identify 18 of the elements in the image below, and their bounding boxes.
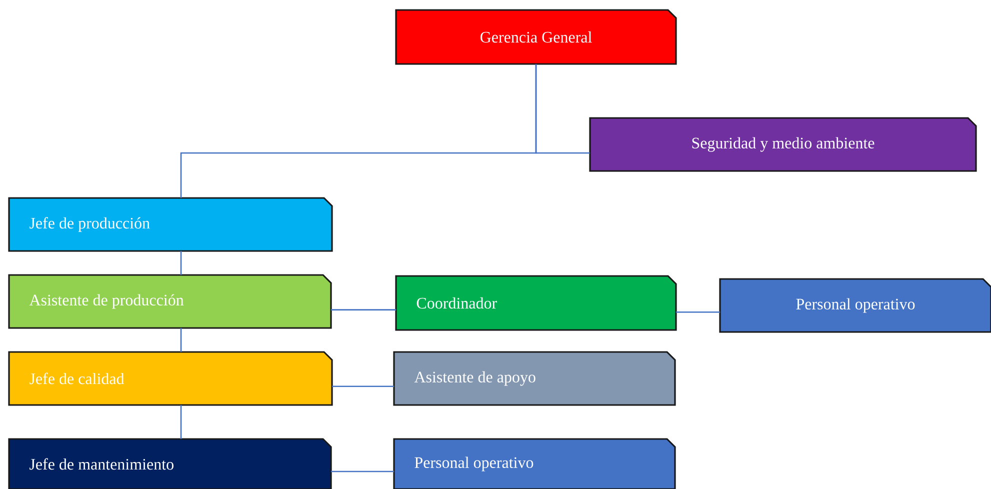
org-box: Seguridad y medio ambiente [589, 117, 977, 172]
connector-line [180, 251, 182, 275]
connector-line [676, 311, 720, 313]
org-box: Jefe de mantenimiento [8, 438, 332, 489]
connector-line [180, 328, 182, 352]
org-box: Asistente de producción [8, 274, 332, 329]
connector-line [331, 309, 396, 310]
org-box: Asistente de apoyo [393, 351, 676, 406]
connector-line [331, 470, 394, 472]
org-box: Jefe de calidad [8, 351, 333, 406]
connector-line [332, 386, 394, 388]
org-box: Jefe de producción [8, 197, 333, 252]
org-box: Personal operativo [393, 438, 676, 489]
connector-line [180, 405, 182, 439]
connector-line [180, 64, 537, 198]
org-box: Coordinador [395, 275, 677, 331]
org-box: Gerencia General [395, 9, 677, 65]
org-box: Personal operativo [719, 278, 991, 333]
